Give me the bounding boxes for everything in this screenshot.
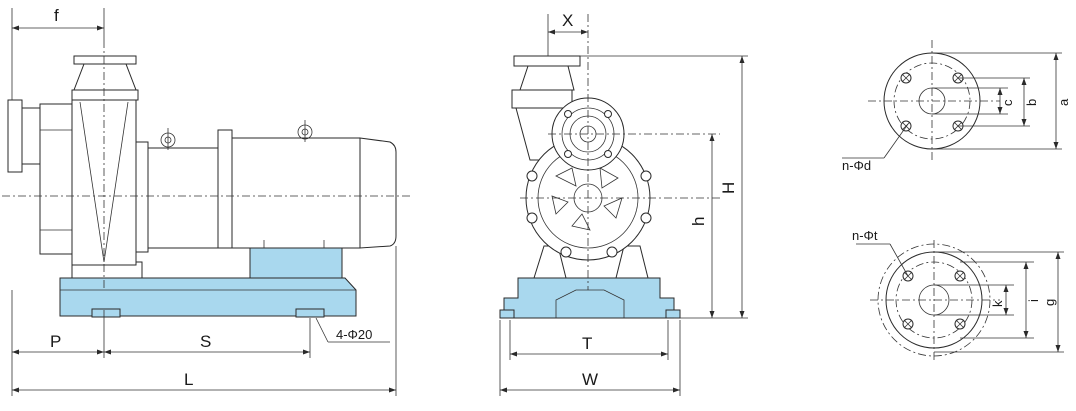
outlet-flange-detail: c b a n-Φd	[842, 40, 1071, 173]
side-view	[2, 40, 410, 318]
side-foot-left	[91, 308, 121, 318]
inlet-hole-callout: n-Φt	[852, 228, 878, 243]
side-motor-body	[231, 137, 361, 249]
side-outlet-flange	[73, 55, 137, 65]
dim-L-label: L	[184, 370, 193, 389]
side-foot-right	[295, 308, 325, 318]
front-outlet-flange	[513, 55, 581, 67]
motor-pedestal	[249, 247, 343, 279]
front-view	[499, 14, 720, 319]
outlet-hole-callout: n-Φd	[842, 158, 871, 173]
dim-b-label: b	[1024, 99, 1039, 106]
dim-T-label: T	[582, 334, 592, 353]
dim-f-label: f	[54, 6, 59, 25]
dim-c-label: c	[1000, 99, 1015, 106]
bolt-hole-callout: 4-Φ20	[336, 327, 372, 342]
inlet-flange-detail: k i g n-Φt	[852, 228, 1064, 362]
dim-S-label: S	[200, 332, 211, 351]
dim-X-label: X	[562, 11, 573, 30]
dim-i-label: i	[1026, 299, 1041, 302]
front-base-plate	[503, 277, 675, 319]
dim-H-label: H	[719, 182, 738, 194]
dim-W-label: W	[582, 370, 598, 389]
dim-k-label: k	[990, 300, 1005, 307]
side-dimensions: f P S L 4-Φ20	[11, 6, 397, 396]
front-dimensions: X H h T W	[499, 11, 748, 396]
dim-g-label: g	[1042, 299, 1057, 306]
dim-h-label: h	[689, 217, 708, 226]
dim-a-label: a	[1056, 98, 1071, 106]
dim-P-label: P	[50, 332, 61, 351]
